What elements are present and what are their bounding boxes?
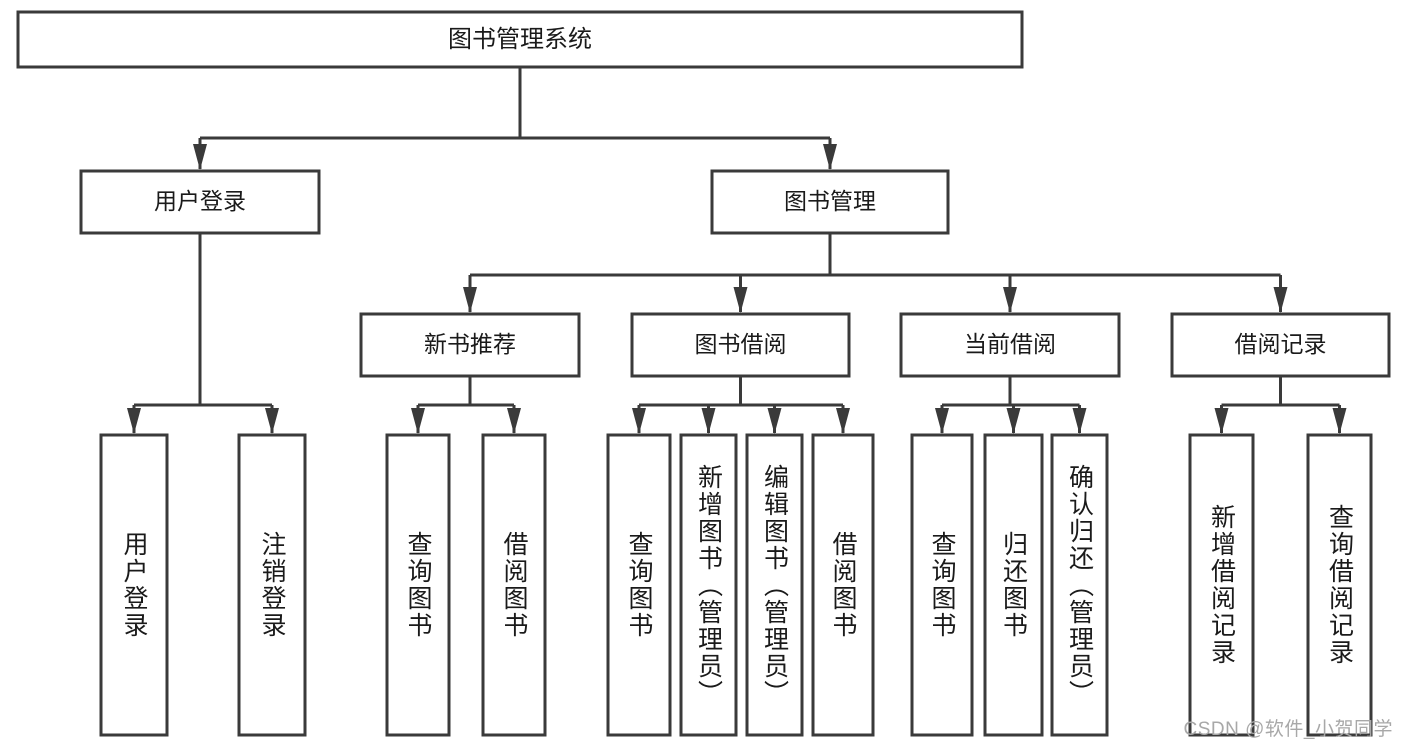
leaf-node-1-rect[interactable] bbox=[237, 433, 307, 737]
arrow-to-level3-1 bbox=[733, 287, 748, 313]
leaf-node-9-rect[interactable] bbox=[983, 433, 1044, 737]
level3-node-2[interactable] bbox=[899, 312, 1121, 378]
watermark-text: CSDN @软件_小贺同学 bbox=[1183, 719, 1393, 740]
level2-node-1[interactable] bbox=[710, 169, 950, 235]
arrow-to-level2-0 bbox=[193, 144, 207, 170]
arrow-to-leaf-11 bbox=[1214, 408, 1229, 434]
level3-node-1[interactable] bbox=[630, 312, 851, 378]
leaf-node-11-rect[interactable] bbox=[1188, 433, 1255, 737]
arrow-to-leaf-0 bbox=[127, 408, 141, 434]
leaf-node-12-rect[interactable] bbox=[1306, 433, 1373, 737]
leaf-node-10-rect[interactable] bbox=[1050, 433, 1109, 737]
arrow-to-leaf-6 bbox=[767, 408, 782, 434]
leaf-node-4-rect[interactable] bbox=[606, 433, 672, 737]
leaf-node-3-rect[interactable] bbox=[481, 433, 547, 737]
arrow-to-level3-2 bbox=[1003, 287, 1017, 313]
level3-node-3[interactable] bbox=[1170, 312, 1391, 378]
leaf-node-8-rect[interactable] bbox=[910, 433, 974, 737]
root-node[interactable] bbox=[16, 10, 1024, 69]
root-node-label: 图书管理系统 bbox=[448, 26, 592, 53]
arrow-to-level3-3 bbox=[1273, 287, 1288, 313]
level3-node-1-rect[interactable] bbox=[630, 312, 851, 378]
arrow-to-level2-1 bbox=[823, 144, 837, 170]
leaf-node-0-rect[interactable] bbox=[99, 433, 169, 737]
level3-node-0-label: 新书推荐 bbox=[424, 331, 516, 357]
arrow-to-level3-0 bbox=[463, 287, 477, 313]
arrow-to-leaf-3 bbox=[507, 408, 521, 434]
leaf-node-6-rect[interactable] bbox=[745, 433, 804, 737]
level3-node-2-rect[interactable] bbox=[899, 312, 1121, 378]
level2-node-1-rect[interactable] bbox=[710, 169, 950, 235]
level2-node-1-label: 图书管理 bbox=[784, 188, 876, 214]
level3-node-3-rect[interactable] bbox=[1170, 312, 1391, 378]
level2-node-0[interactable] bbox=[79, 169, 321, 235]
level3-node-1-label: 图书借阅 bbox=[695, 331, 787, 357]
arrow-to-leaf-10 bbox=[1072, 408, 1087, 434]
level3-node-0-rect[interactable] bbox=[359, 312, 581, 378]
arrow-to-leaf-7 bbox=[836, 408, 850, 434]
level3-node-2-label: 当前借阅 bbox=[964, 331, 1056, 357]
connectors-layer bbox=[127, 67, 1347, 434]
root-node-rect[interactable] bbox=[16, 10, 1024, 69]
arrow-to-leaf-12 bbox=[1332, 408, 1347, 434]
arrow-to-leaf-5 bbox=[701, 408, 716, 434]
level2-node-0-label: 用户登录 bbox=[154, 188, 246, 214]
arrow-to-leaf-1 bbox=[265, 408, 279, 434]
leaf-node-7-rect[interactable] bbox=[811, 433, 875, 737]
leaf-node-2-rect[interactable] bbox=[385, 433, 451, 737]
level3-node-0[interactable] bbox=[359, 312, 581, 378]
boxes-layer bbox=[16, 10, 1391, 737]
arrow-to-leaf-2 bbox=[411, 408, 425, 434]
arrow-to-leaf-8 bbox=[935, 408, 949, 434]
arrow-to-leaf-9 bbox=[1006, 408, 1021, 434]
arrow-to-leaf-4 bbox=[632, 408, 646, 434]
level3-node-3-label: 借阅记录 bbox=[1235, 331, 1327, 357]
level2-node-0-rect[interactable] bbox=[79, 169, 321, 235]
leaf-node-5-rect[interactable] bbox=[679, 433, 738, 737]
